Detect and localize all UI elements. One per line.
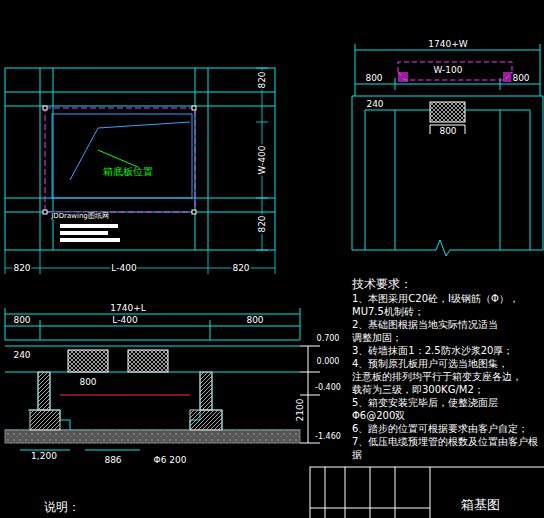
corner-marks: [43, 106, 196, 214]
watermark: JDDrawing图纸网: [50, 213, 110, 220]
dimension: 1740+W: [427, 40, 468, 49]
dimension: 800: [511, 74, 530, 83]
dimension: 820: [12, 264, 31, 273]
elevation-view: [5, 308, 320, 450]
note-line: 7、低压电缆预埋管的根数及位置由客户根据: [352, 435, 540, 461]
dimension: 886: [103, 456, 122, 465]
plan-dimensions: [5, 68, 275, 274]
dimension: 800: [438, 127, 457, 136]
dimension: 800: [12, 316, 31, 325]
dimension: W-100: [433, 66, 464, 75]
cable-hole: [68, 350, 108, 372]
dimension: 1,200: [30, 452, 58, 461]
brick-wall: [200, 372, 212, 410]
note-heading: 说明：: [43, 501, 81, 513]
dimension: L-400: [111, 316, 138, 325]
dimension: 800: [78, 378, 97, 387]
base-plate-outline: [45, 108, 195, 212]
dimension: L-400: [110, 264, 137, 273]
dimension: 820: [258, 214, 267, 233]
plan-view: [5, 68, 275, 250]
note-heading: 技术要求：: [352, 276, 540, 292]
note-line: 4、预制原孔板用户可选当地图集，: [352, 357, 540, 370]
level-mark: -1.460: [314, 433, 342, 441]
section-view: [352, 44, 543, 256]
cable-hole: [128, 350, 168, 372]
callout-label: 箱底板位置: [102, 167, 154, 177]
note-line: 注意板的排列均平行于箱变支座各边，: [352, 370, 540, 383]
level-mark: 0.700: [316, 335, 341, 343]
title-block: [310, 467, 544, 518]
note-line: 6、踏步的位置可根据要求由客户自定；: [352, 422, 540, 435]
note-line: 2、基础图根据当地实际情况适当: [352, 318, 540, 331]
dimension: 820: [231, 264, 250, 273]
note-line: MU7.5机制砖；: [352, 305, 540, 318]
note-line: 载荷为三级，即300KG/M2；: [352, 383, 540, 396]
dimension: 240: [365, 100, 384, 109]
cable-hole: [430, 102, 465, 122]
dimension: 800: [245, 316, 264, 325]
redaction-bars: [60, 224, 120, 242]
dimension: W-400: [258, 145, 267, 176]
drawing-title: 箱基图: [460, 498, 501, 511]
box-outline: [398, 62, 512, 80]
dimension: 820: [258, 70, 267, 89]
technical-notes: 技术要求：1、本图采用C20砼，Ⅰ级钢筋（Φ），MU7.5机制砖；2、基础图根据…: [352, 276, 540, 461]
level-mark: -0.400: [314, 384, 342, 392]
dimension: 240: [12, 351, 31, 360]
dimension: Φ6 200: [153, 456, 188, 465]
note-line: 3、砖墙抹面1：2.5防水沙浆20厚；: [352, 344, 540, 357]
note-line: 5、箱变安装完毕后，使整浇面层 Φ6@200双: [352, 396, 540, 422]
brick-wall: [38, 372, 50, 410]
dimension: 800: [364, 74, 383, 83]
concrete-slab: [5, 430, 300, 443]
rebar-line: [60, 395, 190, 396]
level-mark: 0.000: [316, 358, 341, 366]
note-line: 调整加固；: [352, 331, 540, 344]
note-line: 1、本图采用C20砼，Ⅰ级钢筋（Φ），: [352, 292, 540, 305]
dimension: 2100: [296, 398, 305, 423]
dimension: 1740+L: [109, 304, 146, 313]
